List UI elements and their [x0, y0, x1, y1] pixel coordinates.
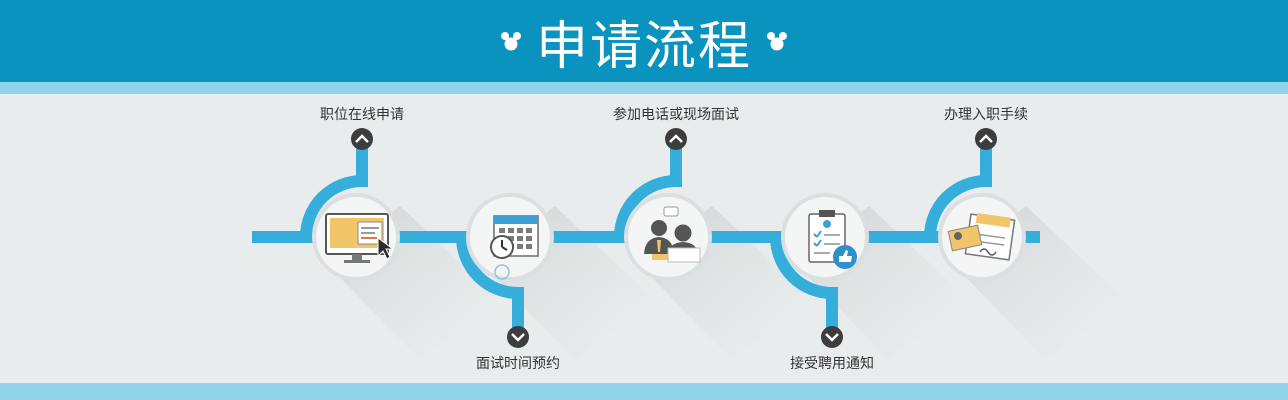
- id-card-document-icon: [947, 212, 1016, 261]
- title-bar: 申请流程: [0, 0, 1288, 82]
- interview-people-icon: [644, 206, 701, 263]
- step-label-1: 职位在线申请: [320, 107, 404, 123]
- mickey-mouse-icon: [500, 32, 521, 51]
- chevron-up-icon: [351, 128, 373, 150]
- mickey-mouse-icon: [767, 32, 787, 51]
- chevron-up-icon: [665, 128, 687, 150]
- step-label-4: 接受聘用通知: [790, 356, 874, 372]
- step-label-3: 参加电话或现场面试: [613, 107, 739, 123]
- page-title: 申请流程: [535, 16, 752, 77]
- header-strip: [0, 82, 1288, 94]
- step-label-2: 面试时间预约: [476, 356, 560, 372]
- step-label-5: 办理入职手续: [944, 107, 1028, 123]
- chevron-down-icon: [507, 326, 529, 348]
- chevron-up-icon: [975, 128, 997, 150]
- chevron-down-icon: [821, 326, 843, 348]
- computer-cursor-icon: [325, 213, 395, 263]
- calendar-clock-icon: [490, 215, 539, 280]
- footer-strip: [0, 383, 1288, 400]
- clipboard-thumbs-up-icon: [808, 210, 857, 269]
- header-banner: [0, 0, 1288, 82]
